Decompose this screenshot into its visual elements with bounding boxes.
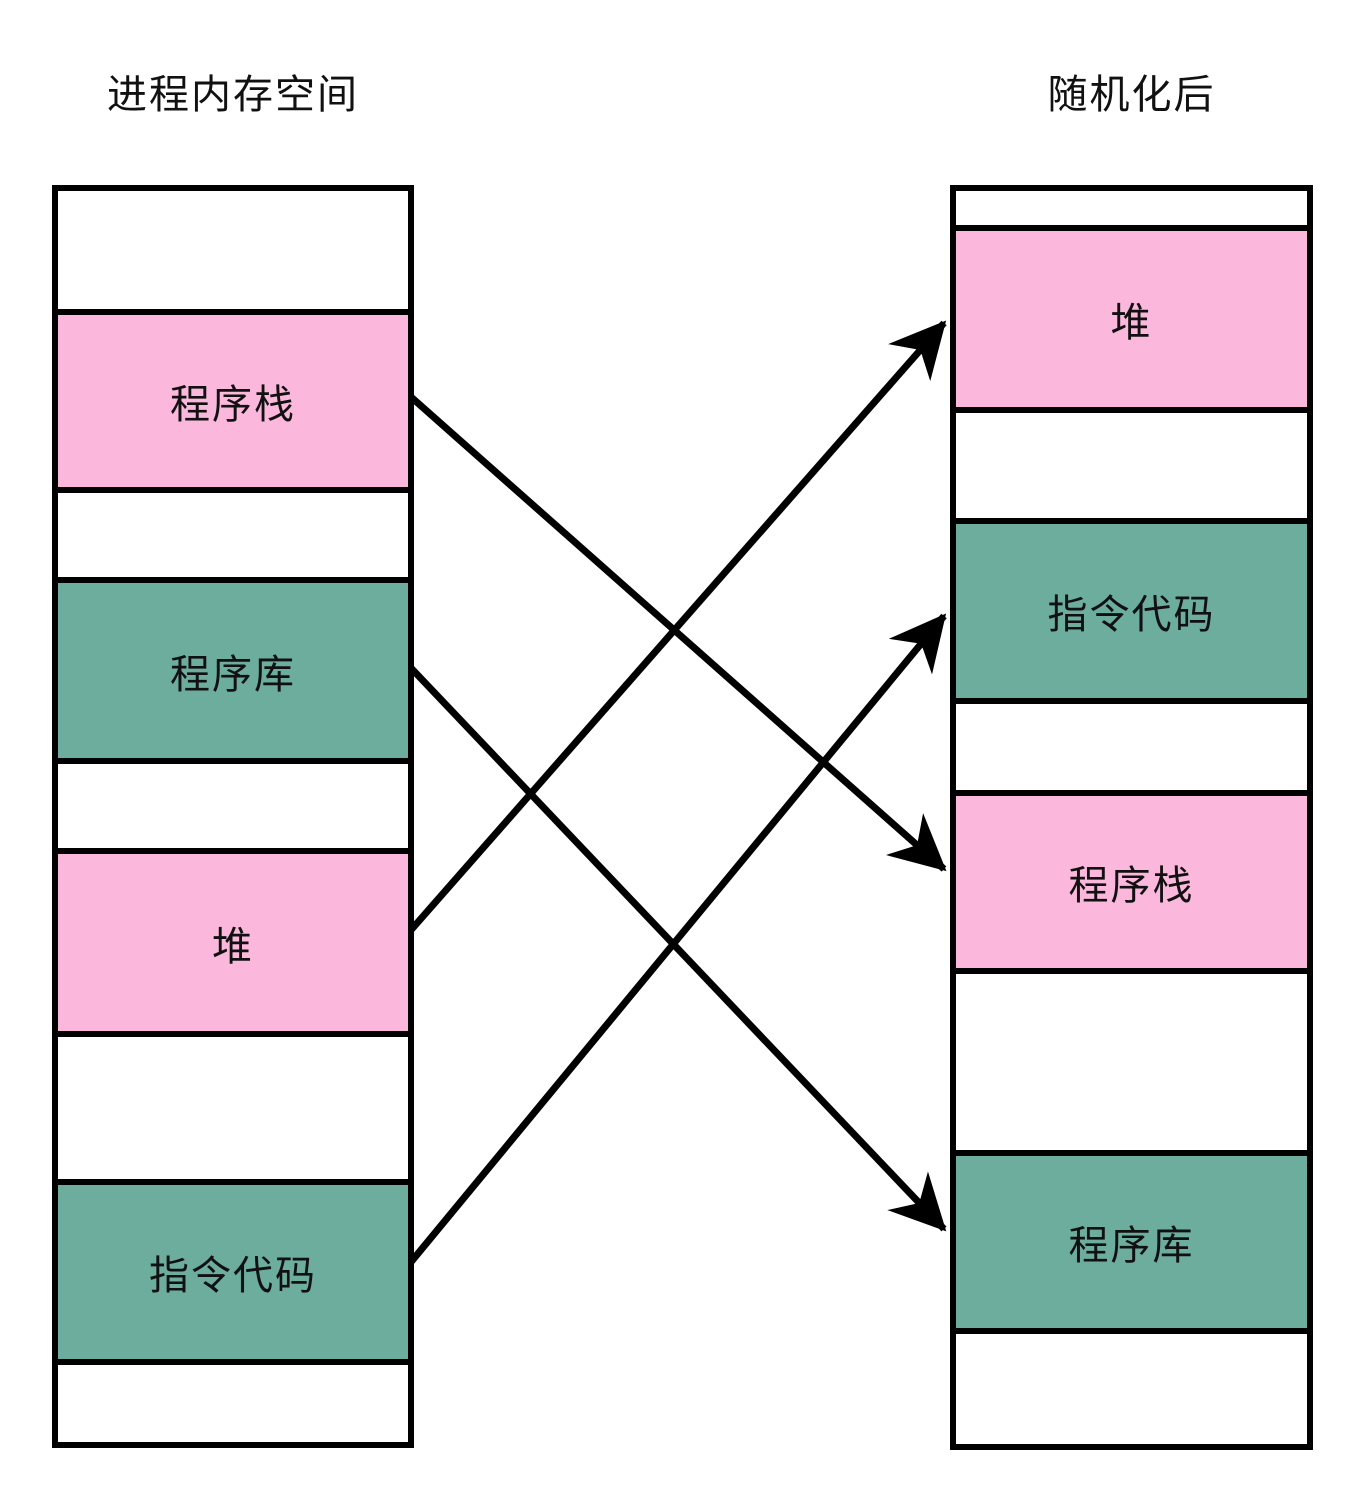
memory-column-after: 堆 指令代码 程序栈 程序库 [950, 185, 1313, 1450]
segment-free [956, 413, 1307, 518]
arrow-heap-mapping [408, 320, 947, 933]
segment-free [58, 191, 408, 309]
arrow-stack-mapping [408, 394, 947, 872]
segment-heap: 堆 [58, 854, 408, 1031]
segment-heap: 堆 [956, 231, 1307, 407]
left-column-title: 进程内存空间 [107, 73, 359, 117]
segment-free [956, 704, 1307, 790]
segment-stack: 程序栈 [58, 315, 408, 487]
segment-free [58, 493, 408, 577]
memory-column-before: 程序栈 程序库 堆 指令代码 [52, 185, 414, 1448]
segment-library: 程序库 [956, 1156, 1307, 1328]
right-column-title: 随机化后 [1047, 73, 1216, 117]
segment-free [956, 1334, 1307, 1444]
segment-free [956, 191, 1307, 225]
segment-free [58, 1365, 408, 1442]
segment-code: 指令代码 [956, 524, 1307, 698]
segment-code: 指令代码 [58, 1185, 408, 1359]
segment-free [956, 974, 1307, 1150]
arrow-library-mapping [408, 665, 947, 1232]
segment-free [58, 764, 408, 848]
segment-library: 程序库 [58, 583, 408, 758]
segment-free [58, 1037, 408, 1179]
arrow-code-mapping [408, 613, 947, 1265]
segment-stack: 程序栈 [956, 796, 1307, 968]
